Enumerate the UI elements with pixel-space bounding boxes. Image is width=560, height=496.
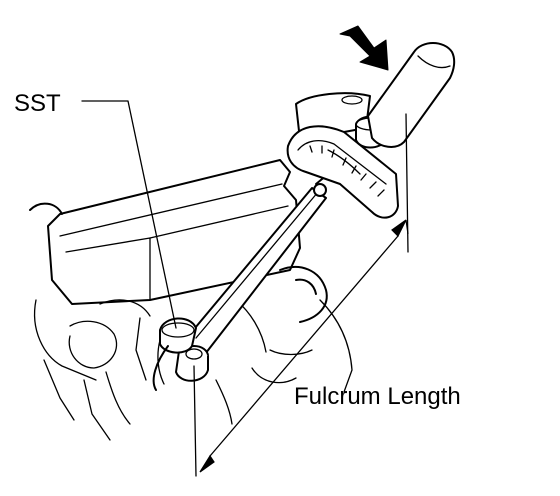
sst-callout: SST — [14, 90, 177, 329]
fulcrum-length-dimension: Fulcrum Length — [193, 113, 461, 477]
torque-wrench — [152, 42, 456, 391]
sst-label: SST — [14, 90, 61, 117]
force-arrow-icon — [339, 25, 389, 71]
fulcrum-length-label: Fulcrum Length — [294, 383, 461, 410]
